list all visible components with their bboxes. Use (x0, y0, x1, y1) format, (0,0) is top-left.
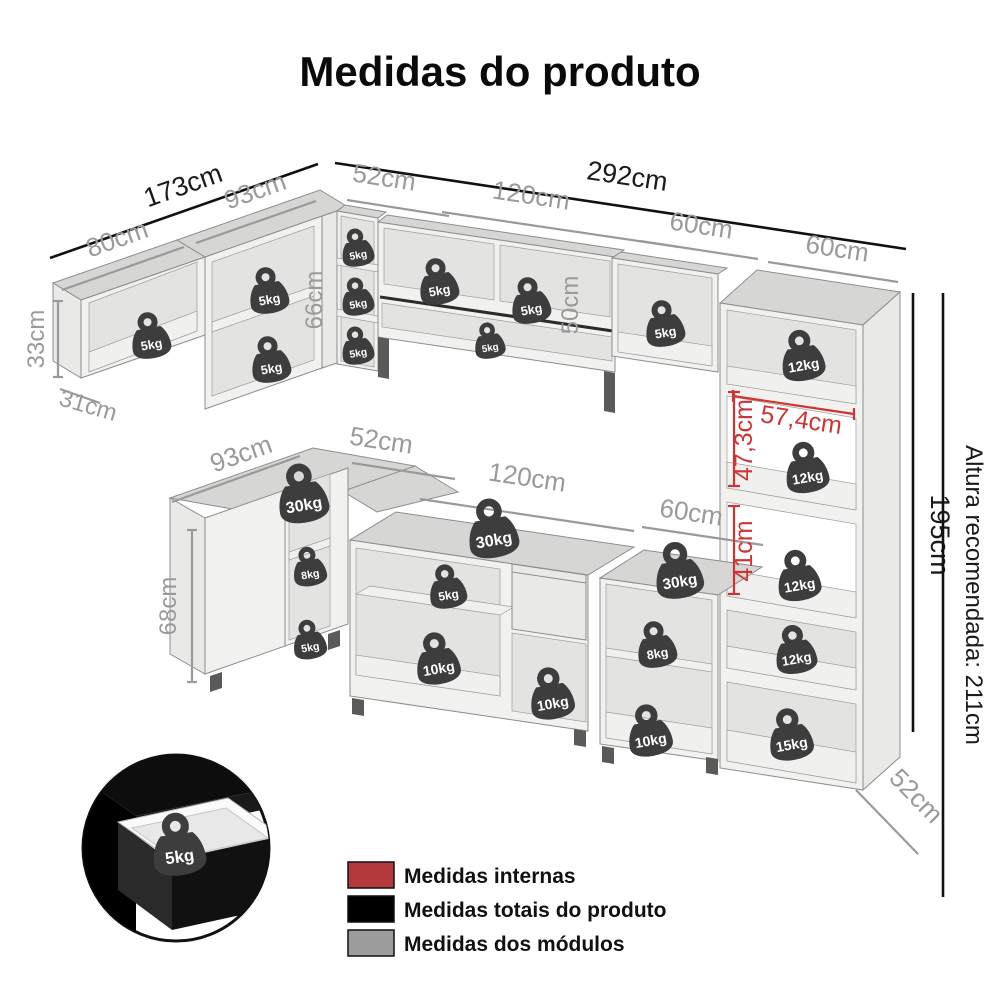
dim-module-60-top-b: 60cm (804, 229, 871, 268)
weight-badge: 5kg (507, 277, 553, 327)
dim-module-33: 33cm (23, 310, 50, 369)
svg-text:5kg: 5kg (349, 249, 368, 263)
drawer-detail-inset: 5kg (81, 753, 271, 943)
svg-text:5kg: 5kg (260, 360, 284, 378)
svg-text:8kg: 8kg (300, 567, 320, 582)
weight-badge: 5kg (127, 312, 173, 362)
weight-badge: 8kg (290, 547, 329, 589)
svg-text:8kg: 8kg (646, 645, 670, 663)
legend-label-total: Medidas totais do produto (404, 899, 667, 922)
dim-module-120-top: 120cm (491, 174, 573, 215)
weight-badge: 5kg (290, 620, 329, 662)
weight-badge: 8kg (633, 621, 679, 671)
dim-module-60-bottom: 60cm (658, 493, 725, 532)
weight-capacity-badges: 5kg 5kg 5kg 5kg 5kg 5kg 5kg 5kg 5kg 5kg … (127, 228, 831, 763)
weight-badge: 5kg (338, 277, 376, 318)
page-title: Medidas do produto (299, 48, 700, 95)
svg-text:5kg: 5kg (437, 587, 460, 604)
dim-internal-height-1: 47,3cm (730, 399, 758, 481)
svg-text:5kg: 5kg (140, 336, 164, 354)
dim-module-52-top: 52cm (351, 158, 418, 197)
tall-cabinet-illustration (718, 269, 902, 792)
svg-text:5kg: 5kg (349, 347, 368, 361)
svg-text:30kg: 30kg (661, 571, 698, 594)
svg-text:10kg: 10kg (536, 693, 570, 714)
weight-badge: 12kg (781, 442, 832, 497)
svg-text:5kg: 5kg (258, 291, 282, 309)
weight-badge: 10kg (623, 704, 674, 760)
svg-text:12kg: 12kg (781, 649, 813, 669)
dim-internal-height-2: 41cm (730, 520, 758, 581)
dim-depth-52: 52cm (884, 762, 950, 829)
weight-badge: 5kg (471, 322, 507, 361)
legend-swatch-total (347, 895, 395, 923)
weight-badge: 5kg (338, 228, 376, 269)
dim-total-right: 292cm (585, 155, 670, 197)
base-cabinets-illustration (168, 447, 764, 775)
weight-badge: 5kg (245, 267, 291, 317)
svg-text:30kg: 30kg (285, 494, 324, 517)
legend-swatch-modules (347, 929, 395, 957)
svg-text:30kg: 30kg (475, 529, 514, 552)
dim-recommended-height: Altura recomendada: 211cm (960, 445, 987, 745)
svg-text:15kg: 15kg (775, 734, 809, 755)
weight-badge: 30kg (463, 498, 522, 562)
dim-module-50: 50cm (557, 276, 584, 335)
weight-badge: 10kg (411, 632, 462, 688)
legend: Medidas internas Medidas totais do produ… (347, 861, 667, 957)
legend-swatch-internal (347, 861, 395, 889)
weight-badge: 12kg (773, 550, 824, 605)
weight-badge: 5kg (415, 258, 461, 308)
dim-module-66: 66cm (301, 271, 328, 330)
weight-badge: 5kg (641, 300, 687, 350)
weight-badge: 5kg (247, 336, 293, 386)
weight-badge: 5kg (338, 326, 376, 367)
weight-badge: 30kg (273, 463, 332, 527)
weight-badge: 10kg (525, 667, 576, 723)
dim-total-height: 195cm (925, 494, 955, 575)
weight-badge: 5kg (148, 813, 208, 878)
svg-text:12kg: 12kg (791, 468, 824, 488)
weight-badge: 12kg (771, 625, 819, 677)
svg-text:12kg: 12kg (787, 356, 820, 376)
legend-label-internal: Medidas internas (404, 865, 576, 888)
svg-text:5kg: 5kg (520, 301, 544, 319)
svg-text:10kg: 10kg (634, 730, 668, 751)
weight-badge: 30kg (650, 542, 706, 603)
svg-text:5kg: 5kg (164, 846, 195, 869)
weight-badge: 12kg (777, 330, 828, 385)
upper-wall-cabinets-illustration (51, 189, 729, 413)
svg-text:5kg: 5kg (428, 282, 452, 300)
svg-text:5kg: 5kg (481, 342, 499, 356)
weight-badge: 5kg (425, 564, 469, 611)
svg-text:10kg: 10kg (422, 658, 456, 679)
svg-text:5kg: 5kg (349, 298, 368, 312)
weight-badge: 15kg (764, 708, 815, 764)
dim-module-60-top-a: 60cm (668, 206, 735, 245)
dim-total-left: 173cm (140, 158, 226, 213)
svg-text:5kg: 5kg (300, 640, 320, 655)
dim-module-120-bottom: 120cm (487, 456, 569, 497)
legend-label-modules: Medidas dos módulos (404, 933, 625, 956)
svg-text:5kg: 5kg (654, 324, 678, 342)
dim-module-68: 68cm (155, 577, 182, 636)
svg-text:12kg: 12kg (783, 576, 816, 596)
dim-module-52-bottom: 52cm (348, 421, 415, 460)
dim-module-31: 31cm (56, 385, 120, 427)
